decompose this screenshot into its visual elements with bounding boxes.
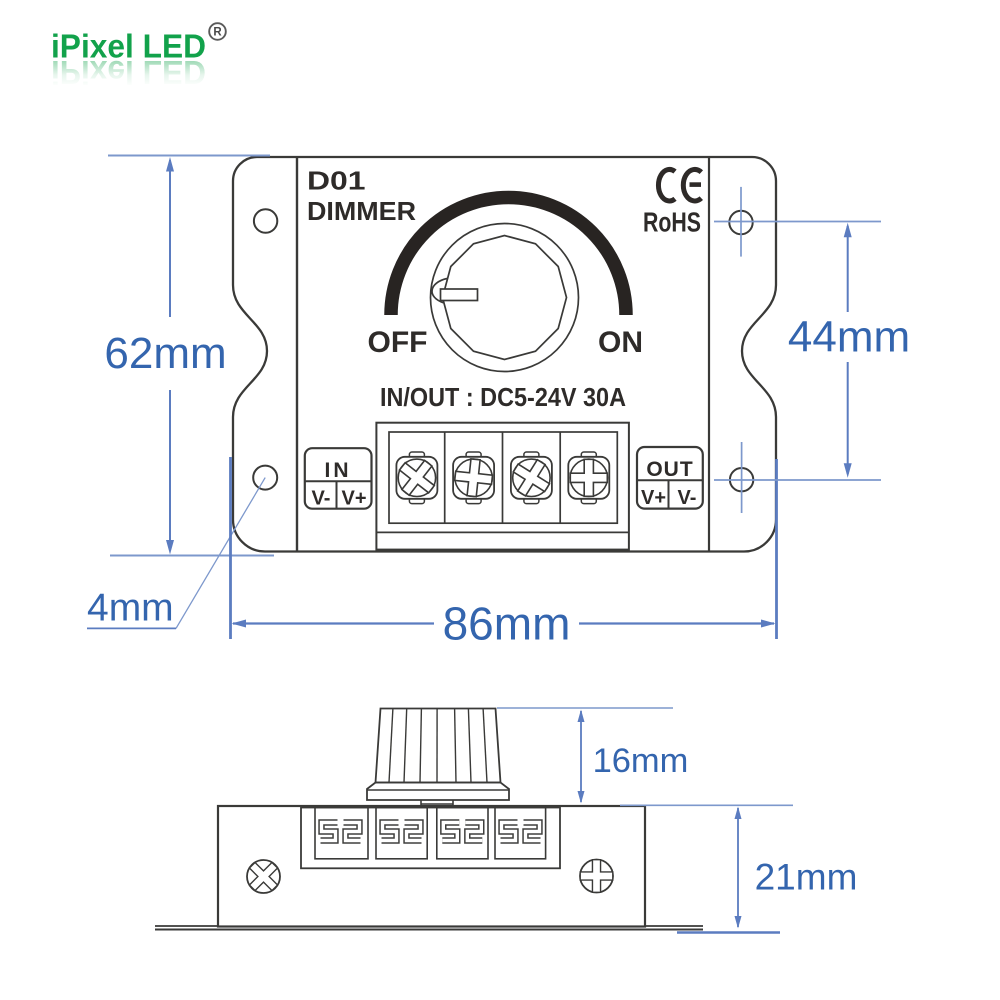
svg-text:V-: V- — [312, 488, 331, 510]
svg-text:62mm: 62mm — [104, 329, 226, 378]
svg-text:16mm: 16mm — [593, 742, 689, 780]
svg-text:ON: ON — [598, 326, 643, 359]
svg-text:DIMMER: DIMMER — [307, 196, 416, 226]
svg-text:IN/OUT : DC5-24V 30A: IN/OUT : DC5-24V 30A — [380, 382, 626, 412]
svg-text:V+: V+ — [641, 487, 666, 509]
svg-text:IN: IN — [325, 459, 352, 482]
svg-text:OUT: OUT — [646, 458, 693, 481]
svg-text:21mm: 21mm — [755, 857, 858, 898]
svg-text:44mm: 44mm — [788, 313, 910, 362]
svg-text:RoHS: RoHS — [643, 207, 701, 238]
svg-text:86mm: 86mm — [443, 598, 571, 650]
svg-text:D01: D01 — [307, 166, 366, 196]
svg-text:iPixel LED: iPixel LED — [51, 28, 206, 65]
svg-text:V-: V- — [678, 487, 697, 509]
svg-text:V+: V+ — [341, 488, 366, 510]
svg-text:R: R — [213, 27, 222, 39]
svg-text:OFF: OFF — [368, 326, 428, 359]
svg-text:iPixel LED: iPixel LED — [51, 54, 206, 91]
svg-text:4mm: 4mm — [87, 587, 174, 630]
